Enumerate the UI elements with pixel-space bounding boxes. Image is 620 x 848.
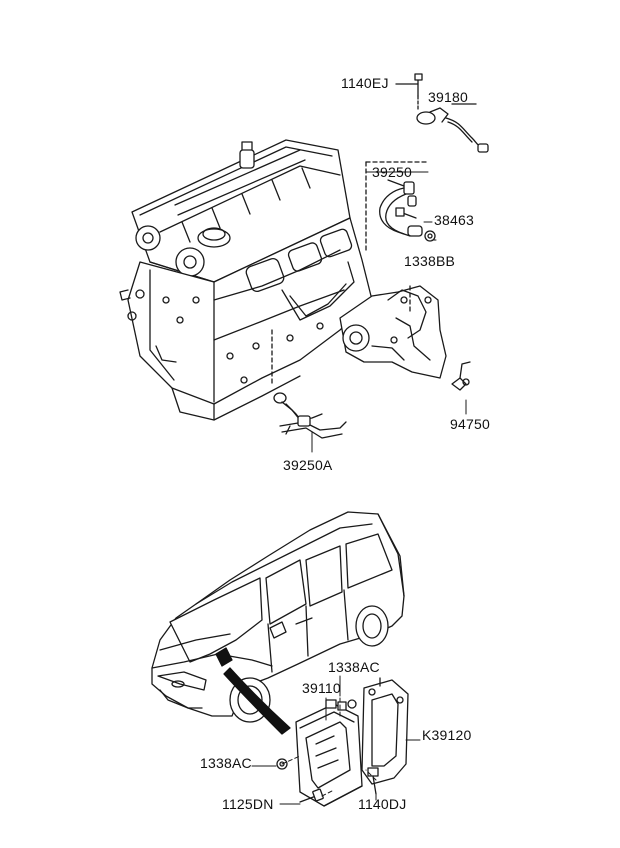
- label-94750: 94750: [450, 416, 490, 432]
- label-K39120: K39120: [422, 727, 472, 743]
- label-39180: 39180: [428, 89, 468, 105]
- bolt-1125DN: [299, 788, 324, 803]
- label-1338AC-top: 1338AC: [328, 659, 380, 675]
- label-1140DJ: 1140DJ: [358, 796, 407, 812]
- sensor-38463: [395, 207, 417, 219]
- label-38463: 38463: [434, 212, 474, 228]
- label-1338AC-left: 1338AC: [200, 755, 252, 771]
- bracket-K39120: [361, 677, 409, 785]
- ecu-dashed-lines: [281, 697, 377, 797]
- sensor-39250: [379, 179, 423, 237]
- ecu-location-marker: [215, 647, 291, 735]
- engine-dashed-lines: [271, 161, 429, 387]
- sensor-94750: [451, 361, 471, 391]
- leader-lines-bottom: [251, 675, 421, 805]
- engine-block: [119, 139, 373, 421]
- label-39250: 39250: [372, 164, 412, 180]
- label-1125DN: 1125DN: [222, 796, 274, 812]
- bolt-1140EJ: [395, 73, 423, 111]
- label-39250A: 39250A: [283, 457, 333, 473]
- nut-1338AC-top: [347, 699, 357, 709]
- leader-lines-top: [311, 83, 477, 453]
- label-39110: 39110: [302, 680, 341, 696]
- label-1338BB: 1338BB: [404, 253, 456, 269]
- sensor-39180: [416, 103, 489, 153]
- sensor-39250A: [273, 392, 347, 439]
- thermostat-housing: [339, 285, 447, 379]
- ecu-39110: [295, 699, 363, 807]
- nut-1338AC-left: [276, 758, 288, 770]
- label-1140EJ: 1140EJ: [341, 75, 389, 91]
- vehicle: [151, 511, 405, 723]
- nut-1338BB: [424, 230, 436, 242]
